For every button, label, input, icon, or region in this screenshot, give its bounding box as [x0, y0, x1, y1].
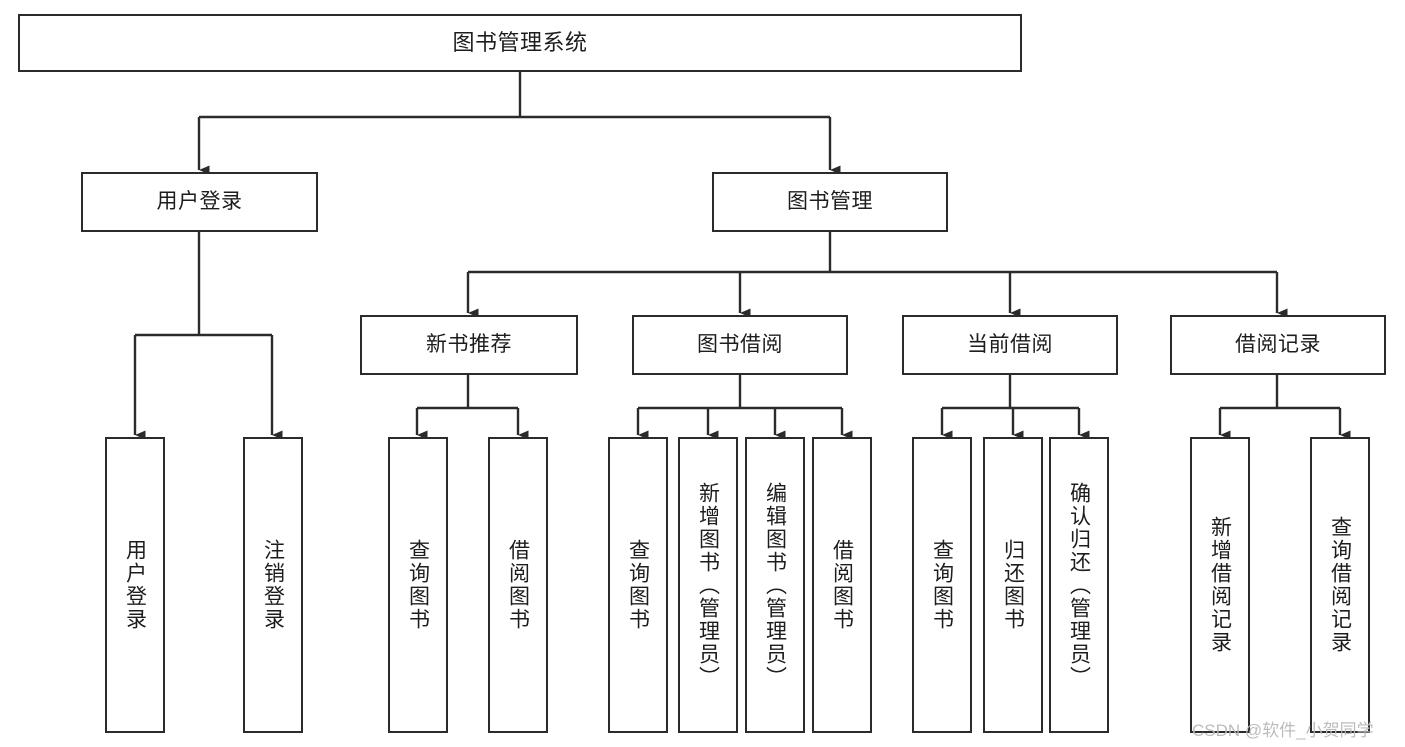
- leaf-record-add[interactable]: 新增借阅记录: [1190, 437, 1250, 733]
- node-book-borrow[interactable]: 图书借阅: [632, 315, 848, 375]
- leaf-borrow-lend-book[interactable]: 借阅图书: [812, 437, 872, 733]
- edge-group-login: [133, 232, 283, 440]
- node-book-management[interactable]: 图书管理: [712, 172, 948, 232]
- node-current-borrow[interactable]: 当前借阅: [902, 315, 1118, 375]
- leaf-current-confirm-return[interactable]: 确认归还（管理员）: [1049, 437, 1109, 733]
- leaf-borrow-query[interactable]: 查询图书: [608, 437, 668, 733]
- leaf-new-book-borrow-label: 借阅图书: [506, 539, 530, 631]
- leaf-borrow-add-book[interactable]: 新增图书（管理员）: [678, 437, 738, 733]
- leaf-record-query[interactable]: 查询借阅记录: [1310, 437, 1370, 733]
- node-book-borrow-label: 图书借阅: [697, 333, 783, 357]
- edge-group-bookmgr: [466, 232, 1288, 318]
- leaf-current-return-label: 归还图书: [1001, 539, 1025, 631]
- leaf-current-return[interactable]: 归还图书: [983, 437, 1043, 733]
- node-root-label: 图书管理系统: [452, 29, 588, 55]
- leaf-current-query[interactable]: 查询图书: [912, 437, 972, 733]
- leaf-borrow-query-label: 查询图书: [626, 539, 650, 631]
- leaf-borrow-edit-book[interactable]: 编辑图书（管理员）: [745, 437, 805, 733]
- edge-group-borrow: [636, 375, 853, 440]
- leaf-user-login-label: 用户登录: [123, 539, 147, 631]
- node-user-login[interactable]: 用户登录: [81, 172, 318, 232]
- leaf-record-add-label: 新增借阅记录: [1208, 516, 1232, 654]
- node-new-book-recommend-label: 新书推荐: [426, 333, 512, 357]
- leaf-user-logout[interactable]: 注销登录: [243, 437, 303, 733]
- node-borrow-records[interactable]: 借阅记录: [1170, 315, 1386, 375]
- leaf-borrow-lend-book-label: 借阅图书: [830, 539, 854, 631]
- node-book-management-label: 图书管理: [787, 190, 873, 214]
- node-current-borrow-label: 当前借阅: [967, 333, 1053, 357]
- edge-group-records: [1218, 375, 1351, 440]
- leaf-borrow-edit-book-label: 编辑图书（管理员）: [763, 481, 787, 689]
- leaf-current-query-label: 查询图书: [930, 539, 954, 631]
- leaf-user-logout-label: 注销登录: [261, 539, 285, 631]
- leaf-current-confirm-return-label: 确认归还（管理员）: [1067, 481, 1091, 689]
- leaf-borrow-add-book-label: 新增图书（管理员）: [696, 481, 720, 689]
- node-user-login-label: 用户登录: [156, 190, 243, 214]
- leaf-user-login[interactable]: 用户登录: [105, 437, 165, 733]
- leaf-record-query-label: 查询借阅记录: [1328, 516, 1352, 654]
- node-new-book-recommend[interactable]: 新书推荐: [360, 315, 578, 375]
- node-borrow-records-label: 借阅记录: [1235, 333, 1321, 357]
- node-root[interactable]: 图书管理系统: [18, 14, 1022, 72]
- edge-group-root: [197, 72, 841, 175]
- edge-group-newbook: [415, 375, 529, 440]
- leaf-new-book-borrow[interactable]: 借阅图书: [488, 437, 548, 733]
- edge-group-current: [940, 375, 1090, 440]
- leaf-new-book-query-label: 查询图书: [406, 539, 430, 631]
- leaf-new-book-query[interactable]: 查询图书: [388, 437, 448, 733]
